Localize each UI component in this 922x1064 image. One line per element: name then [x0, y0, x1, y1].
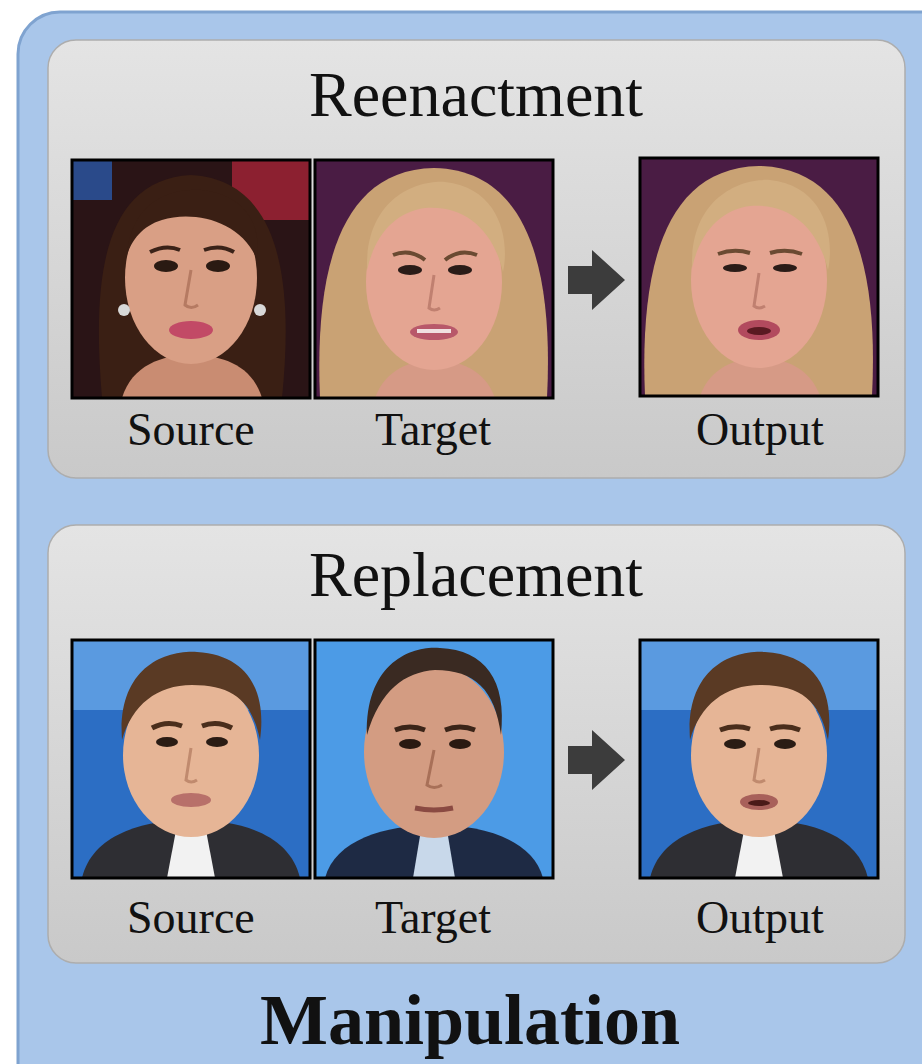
image-label: Source — [127, 403, 255, 457]
face-photo — [640, 640, 878, 878]
image-label: Output — [696, 891, 824, 945]
face-photo — [72, 640, 310, 878]
face-photo — [72, 160, 310, 398]
replacement-panel — [48, 525, 905, 963]
outer-panel: ManipulationReenactmentSourceTargetOutpu… — [18, 12, 922, 1064]
face-photo — [640, 158, 878, 396]
arrow-symbol — [568, 730, 625, 790]
section-panel: ReplacementSource Target Output — [48, 525, 905, 963]
image-label: Output — [696, 403, 824, 457]
section-panel: ReenactmentSource Target Output — [48, 40, 905, 478]
reenactment-panel — [48, 40, 905, 478]
panel-title: Manipulation — [260, 980, 680, 1060]
face-photo — [315, 640, 553, 878]
image-label: Target — [375, 403, 491, 457]
section-title: Replacement — [309, 540, 643, 610]
face-photo — [315, 160, 553, 398]
arrow-symbol — [568, 250, 625, 310]
section-title: Reenactment — [309, 60, 643, 130]
image-label: Source — [127, 891, 255, 945]
outer-panel — [18, 12, 922, 1064]
image-label: Target — [375, 891, 491, 945]
